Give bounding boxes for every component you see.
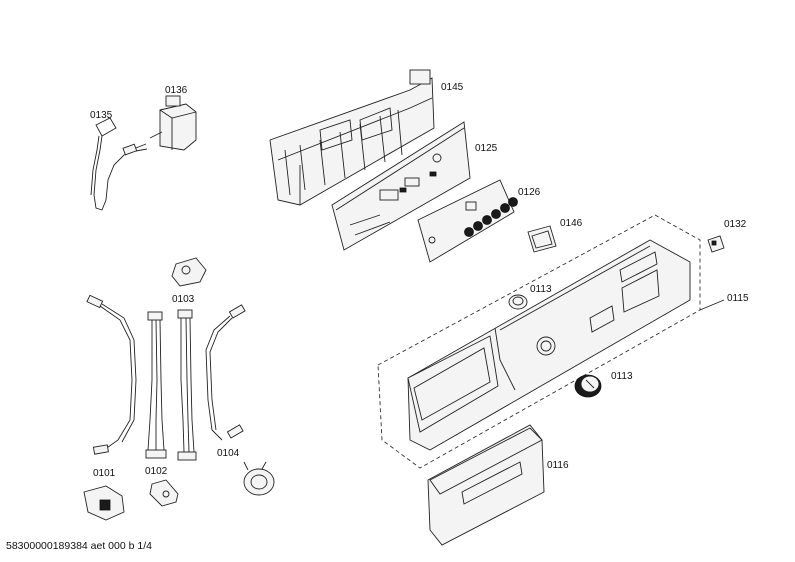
display-part xyxy=(527,225,557,253)
small-clip-part xyxy=(707,235,725,253)
valve-part xyxy=(149,479,179,507)
push-button-part xyxy=(508,294,528,310)
label-0125: 0125 xyxy=(475,143,498,154)
label-0136: 0136 xyxy=(165,85,188,96)
label-0126: 0126 xyxy=(518,187,541,198)
label-0145: 0145 xyxy=(441,82,464,93)
leader-0115 xyxy=(699,299,725,311)
wire-harness-0103 xyxy=(177,309,197,461)
control-module-pcb-part xyxy=(331,121,471,251)
door-lock-part xyxy=(83,485,125,521)
label-0115: 0115 xyxy=(727,293,749,304)
label-0146: 0146 xyxy=(560,218,583,229)
label-0116: 0116 xyxy=(547,460,569,471)
label-0102: 0102 xyxy=(145,466,168,477)
power-cord-part xyxy=(90,117,148,211)
label-0113-knob: 0113 xyxy=(611,371,633,382)
fascia-panel-part xyxy=(407,239,691,451)
keypad-module-part xyxy=(417,179,518,263)
label-0132: 0132 xyxy=(724,219,747,230)
label-0104: 0104 xyxy=(217,448,240,459)
wire-harness-0101 xyxy=(86,294,137,455)
pressure-switch-part xyxy=(243,461,275,496)
wire-harness-0104 xyxy=(205,304,246,441)
rotary-knob-part xyxy=(574,374,602,398)
control-housing-part xyxy=(269,69,435,206)
document-footer-code: 58300000189384 aet 000 b 1/4 xyxy=(6,540,152,552)
interference-filter-part xyxy=(149,95,197,151)
label-0113-top: 0113 xyxy=(530,284,552,295)
label-0101: 0101 xyxy=(93,468,116,479)
label-0103: 0103 xyxy=(172,294,195,305)
small-actuator-part xyxy=(171,257,207,287)
detergent-drawer-part xyxy=(427,424,545,546)
wire-harness-0102 xyxy=(145,311,167,459)
label-0135: 0135 xyxy=(90,110,113,121)
